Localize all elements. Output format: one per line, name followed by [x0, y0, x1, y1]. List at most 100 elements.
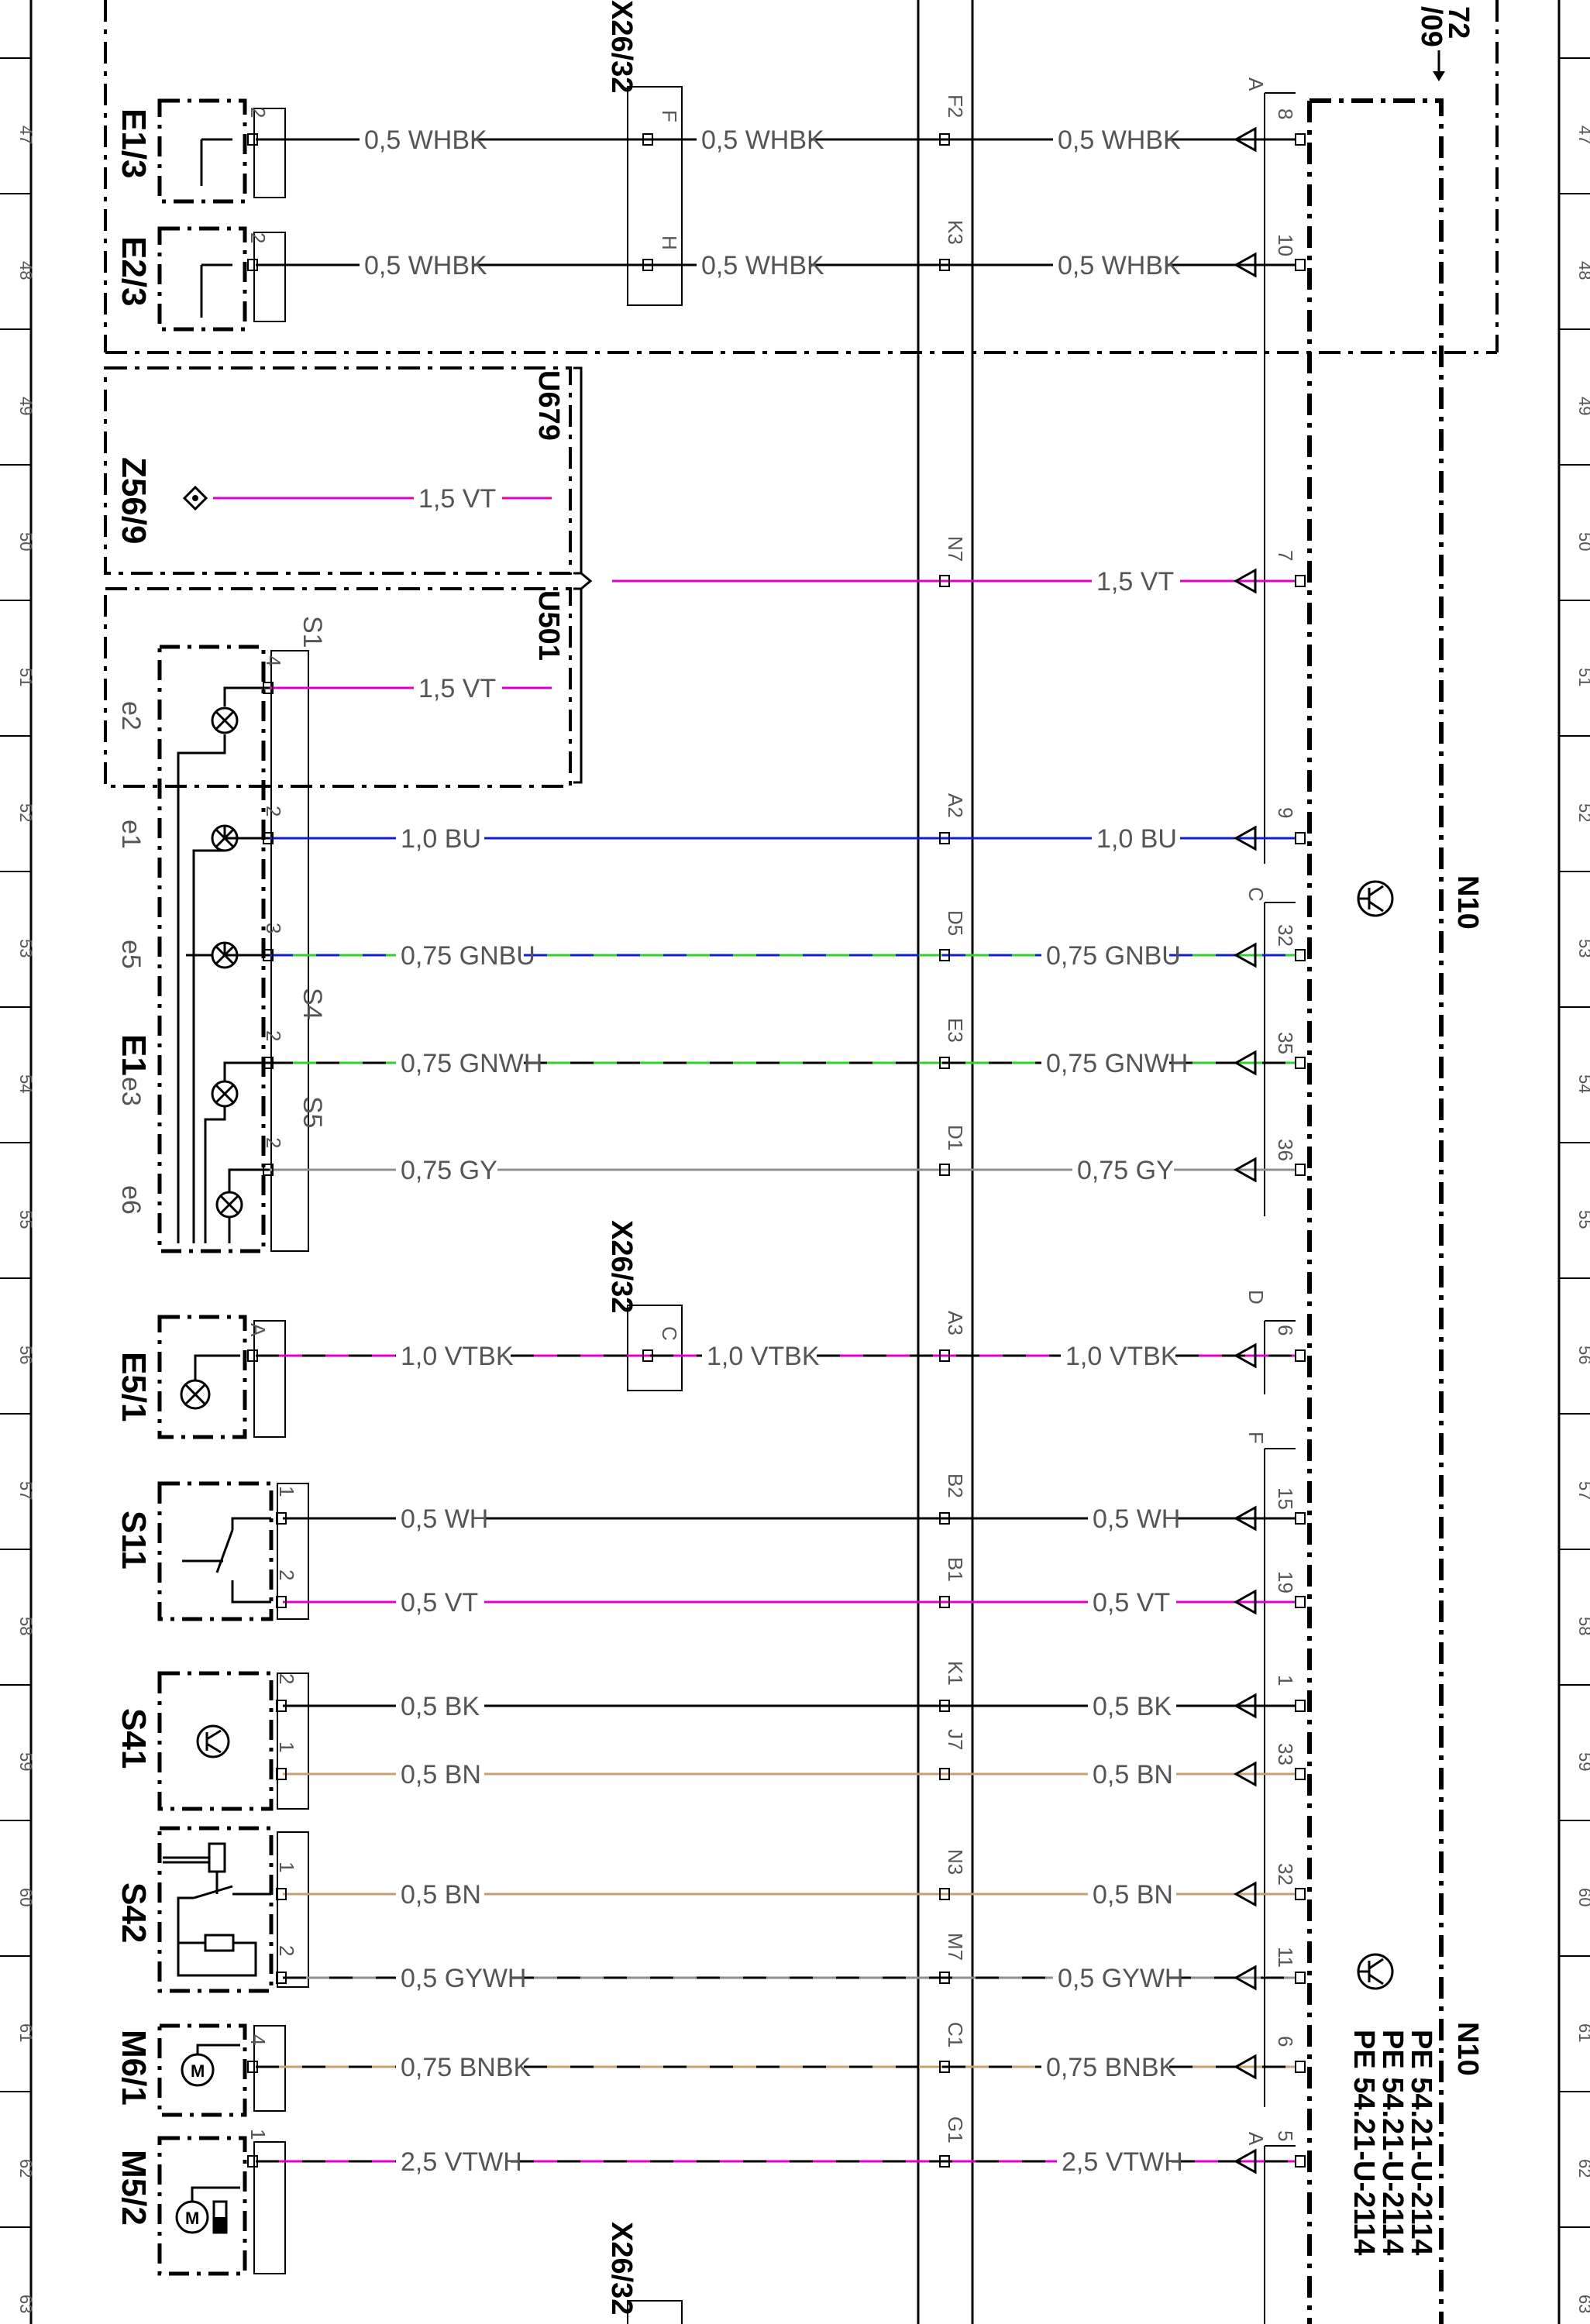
n10-block-c: C [1244, 887, 1268, 902]
component-pin-label: 2 [275, 1673, 298, 1684]
wire-label-left: 0,5 WHBK [364, 125, 487, 155]
right-grid-column [1557, 0, 1590, 2324]
bundle-pin-label: B1 [944, 1557, 967, 1582]
component-s41: S41 [115, 1671, 309, 1811]
component-e1: E1 e2 e1 e5 e3 e6 S1 S4 S5 [115, 616, 327, 1253]
component-pin-label: 2 [262, 806, 285, 816]
n10-pin [1295, 1057, 1306, 1069]
x26-pin-label: F [658, 110, 681, 122]
pe-ref-1: PE 54.21-U-2114 [1405, 2030, 1437, 2256]
grid-row-56-left: 56 [16, 1346, 36, 1364]
n10-pin-label: 36 [1274, 1139, 1297, 1161]
wire-label-right: 0,5 WHBK [1058, 125, 1181, 155]
arrow-icon [1233, 825, 1257, 851]
grid-row-53-right: 53 [1575, 939, 1590, 957]
wire-label-left: 1,0 VTBK [401, 1342, 514, 1371]
arrow-icon [1233, 942, 1257, 968]
component-pin [276, 1972, 287, 1984]
arrow-icon [1233, 252, 1257, 278]
grid-row-60-right: 60 [1575, 1888, 1590, 1906]
sub-s4: S4 [298, 988, 327, 1020]
component-pin-label: 3 [262, 923, 285, 933]
component-pin [263, 1164, 274, 1176]
component-pin-label: 2 [275, 1569, 298, 1580]
lamp-icon-e2 [211, 706, 239, 734]
component-pin [247, 1349, 258, 1362]
grid-row-55-right: 55 [1575, 1210, 1590, 1229]
grid-row-47-right: 47 [1575, 125, 1590, 144]
sub-e3: e3 [116, 1077, 146, 1106]
bundle-pin [939, 1888, 950, 1900]
arrow-icon [1233, 1157, 1257, 1183]
arrow-icon [1233, 568, 1257, 594]
grid-row-numbers: 47 48 49 50 51 52 53 54 55 56 57 58 59 6… [16, 125, 1590, 2313]
n10-pin [1295, 575, 1306, 587]
bundle-pin-label: B2 [944, 1473, 967, 1498]
bundle-pin [939, 1972, 950, 1984]
wire-label-right: 0,5 BN [1093, 1880, 1173, 1910]
grid-row-63-right: 63 [1575, 2295, 1590, 2313]
bundle-pin [939, 1700, 950, 1712]
grid-row-60-left: 60 [16, 1888, 36, 1906]
component-s11: S11 [115, 1481, 309, 1621]
wire-label-left: 0,5 BK [401, 1692, 480, 1721]
component-pin [276, 1512, 287, 1525]
x26-pin-label: C [658, 1326, 681, 1341]
n10-pin-label: 7 [1274, 550, 1297, 561]
bundle-lines [917, 0, 974, 2324]
bundle-pin-label: A2 [944, 793, 967, 818]
lamp-icon-e6 [215, 1191, 243, 1219]
arrow-icon [1233, 2054, 1257, 2080]
n10-pin-label: 5 [1274, 2130, 1297, 2141]
grid-row-59-right: 59 [1575, 1752, 1590, 1771]
sub-e5: e5 [116, 940, 146, 969]
component-pin [263, 1057, 274, 1069]
n10-pin-label: 32 [1274, 924, 1297, 947]
grid-row-55-left: 55 [16, 1210, 36, 1229]
n10-pin-label: 6 [1274, 2036, 1297, 2047]
component-e2-3: E2/3 [115, 226, 286, 332]
pe-ref-3: PE 54.21-U-2114 [1347, 2030, 1380, 2256]
x26-pin [642, 1349, 653, 1362]
label-z56-9: Z56/9 [115, 457, 153, 545]
grid-row-52-left: 52 [16, 803, 36, 822]
grid-row-53-left: 53 [16, 939, 36, 957]
wire-label-left: 0,5 GYWH [401, 1964, 526, 1993]
wire-label-left: 0,5 VT [401, 1588, 478, 1618]
wire-label-right: 0,5 BN [1093, 1760, 1173, 1789]
grid-row-62-right: 62 [1575, 2159, 1590, 2178]
top-frame: 72 /09 [104, 0, 1499, 354]
bundle-pin [939, 1768, 950, 1780]
arrow-icon [1233, 1693, 1257, 1719]
component-pin-label: 1 [275, 1486, 298, 1497]
component-m5-2: M5/2 M X26/32 [115, 2136, 683, 2324]
n10-pin [1295, 832, 1306, 844]
n10-block-f: F [1244, 1432, 1268, 1444]
x26-pin-label: H [658, 235, 681, 250]
lamp-icons [211, 706, 243, 1219]
component-pin-label: 2 [262, 1137, 285, 1148]
grid-row-48-left: 48 [16, 261, 36, 280]
grid-row-49-right: 49 [1575, 397, 1590, 415]
component-pin [247, 259, 258, 271]
x26-pin [642, 259, 653, 271]
grid-row-47-left: 47 [16, 125, 36, 144]
sub-e6: e6 [116, 1185, 146, 1215]
label-e5-1: E5/1 [115, 1352, 153, 1422]
wire-label-right: 0,5 VT [1093, 1588, 1170, 1618]
grid-row-57-right: 57 [1575, 1481, 1590, 1500]
wire-w50a: 1,5 VT [213, 484, 552, 514]
grid-row-56-right: 56 [1575, 1346, 1590, 1364]
bundle-pin [939, 575, 950, 587]
wire-label-left: 0,5 WH [401, 1504, 488, 1534]
label-m6-1: M6/1 [115, 2030, 153, 2106]
arrow-icon [1233, 2148, 1257, 2174]
